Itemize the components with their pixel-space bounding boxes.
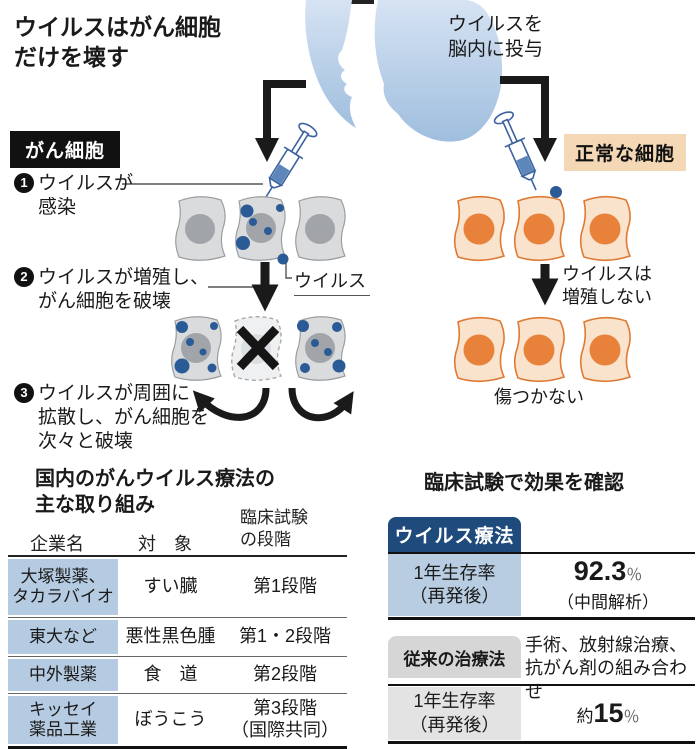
normal-cell-badge: 正常な細胞: [564, 134, 687, 171]
destroyed-x-icon: [236, 325, 280, 371]
normal-cell-row-2: [453, 316, 631, 383]
virus-dots: [174, 320, 346, 374]
value-unit: ％: [623, 709, 640, 726]
survival-rate-label: 1年生存率 （再発後）: [388, 554, 521, 616]
divider: [388, 617, 695, 620]
left-elbow-arrow: [255, 80, 306, 162]
diagram-artwork: [122, 0, 631, 422]
table-row: 中外製薬 食 道 第2段階: [8, 657, 347, 694]
spread-arrow-left: [192, 387, 270, 421]
cancer-cell-badge: がん細胞: [10, 131, 121, 168]
company-table: 大塚製薬、 タカラバイオ すい臓 第1段階 東大など 悪性黒色腫 第1・2段階 …: [8, 557, 347, 749]
step-number-badge: 1: [14, 173, 34, 193]
company-cell: 中外製薬: [8, 659, 118, 691]
cancer-cell-row-1: [175, 196, 346, 265]
divider: [388, 684, 695, 686]
virus-therapy-value: 92.3％ （中間解析）: [521, 556, 695, 613]
step-3: 3 ウイルスが周囲に 拡散し、がん細胞を 次々と破壊: [14, 382, 209, 453]
table-row: 大塚製薬、 タカラバイオ すい臓 第1段階: [8, 557, 347, 618]
step-text: ウイルスが 感染: [38, 173, 134, 218]
unharmed-label: 傷つかない: [494, 387, 584, 407]
value-unit: ％: [626, 567, 643, 584]
target-cell: 悪性黒色腫: [125, 626, 216, 647]
head-silhouette-icon: [305, 0, 503, 142]
header-rule: [8, 555, 347, 557]
step-1: 1 ウイルスが 感染: [14, 172, 133, 220]
survival-rate-label: 1年生存率 （再発後）: [388, 687, 521, 740]
column-header-stage: 臨床試験 の段階: [240, 508, 308, 550]
conventional-value: 約15％: [521, 698, 695, 729]
step-2: 2 ウイルスが増殖し、 がん細胞を破壊: [14, 266, 209, 314]
company-table-title: 国内のがんウイルス療法の 主な取り組み: [35, 468, 275, 516]
company-cell: 大塚製薬、 タカラバイオ: [8, 559, 118, 615]
cancer-cell-row-2: [171, 316, 346, 381]
value-number: 15: [593, 698, 624, 728]
conventional-therapy-desc: 手術、放射線治療、 抗がん剤の組み合わせ: [525, 635, 687, 702]
conventional-therapy-header: 従来の治療法: [388, 636, 521, 678]
target-cell: ぼうこう: [134, 709, 207, 730]
target-cell: 食 道: [143, 664, 198, 685]
divider: [388, 552, 695, 554]
step-number-badge: 2: [14, 267, 34, 287]
syringe-icon: [491, 108, 547, 196]
callout-lines: [122, 183, 292, 288]
stage-cell: 第1・2段階: [238, 626, 332, 647]
table-row: キッセイ 薬品工業 ぼうこう 第3段階 （国際共同）: [8, 694, 347, 749]
column-header-company: 企業名: [30, 534, 84, 554]
value-number: 92.3: [573, 556, 627, 586]
column-header-target: 対 象: [138, 534, 192, 554]
stage-cell: 第3段階 （国際共同）: [231, 698, 339, 740]
company-cell: キッセイ 薬品工業: [8, 696, 118, 744]
company-cell: 東大など: [8, 620, 118, 654]
step-text: ウイルスが増殖し、 がん細胞を破壊: [38, 267, 210, 312]
main-title: ウイルスはがん細胞 だけを壊す: [14, 14, 221, 71]
normal-cell-row-1: [453, 195, 631, 262]
virus-dot: [550, 186, 562, 198]
right-elbow-arrow: [500, 76, 557, 162]
step-number-badge: 3: [14, 383, 34, 403]
spread-arrow-right: [288, 387, 354, 422]
divider: [388, 741, 695, 744]
value-prefix: 約: [576, 707, 594, 726]
inject-label: ウイルスを 脳内に投与: [448, 14, 544, 61]
face-profile-shape: [305, 0, 356, 128]
virus-therapy-header: ウイルス療法: [388, 517, 521, 552]
virus-dots: [236, 204, 289, 265]
no-growth-label: ウイルスは 増殖しない: [562, 264, 652, 308]
crop-artifact: [332, 0, 374, 4]
target-cell: すい臓: [143, 576, 198, 597]
table-row: 東大など 悪性黒色腫 第1・2段階: [8, 618, 347, 657]
virus-callout-label: ウイルス: [294, 267, 370, 296]
stage-cell: 第2段階: [252, 664, 317, 685]
value-note: （中間解析）: [557, 593, 659, 612]
trial-results-title: 臨床試験で効果を確認: [424, 472, 624, 494]
step-text: ウイルスが周囲に 拡散し、がん細胞を 次々と破壊: [38, 383, 210, 452]
stage-cell: 第1段階: [252, 576, 317, 597]
